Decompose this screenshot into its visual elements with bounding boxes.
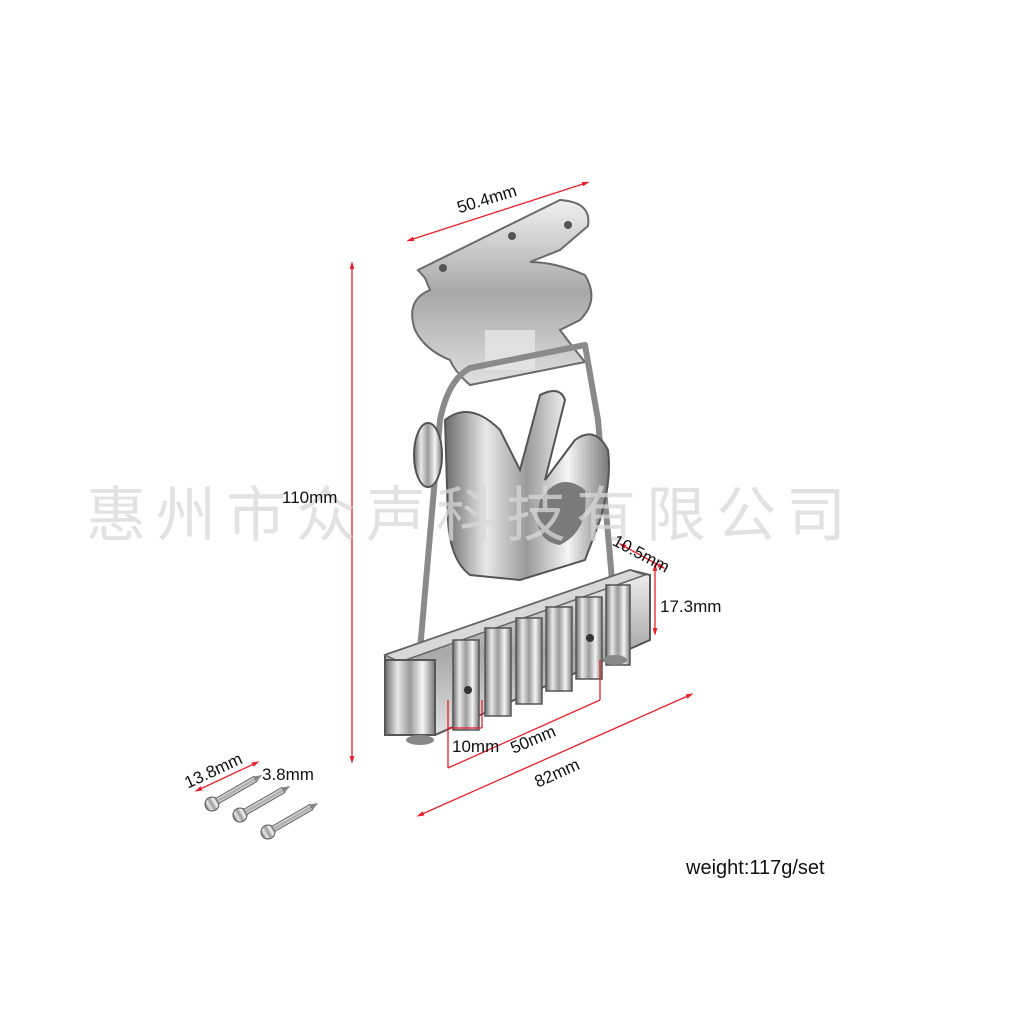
- dim-bridge-height: 17.3mm: [660, 597, 722, 616]
- top-plate: [411, 198, 593, 387]
- company-watermark: 惠州市众声科技有限公司: [86, 481, 856, 551]
- dim-height: 110mm: [282, 488, 338, 507]
- v-emblem: [413, 390, 610, 582]
- dim-screw-diameter: 3.8mm: [262, 765, 314, 784]
- dimension-lines: [194, 181, 694, 817]
- dim-slot-spacing: 10mm: [452, 737, 500, 756]
- weight-label: weight:117g/set: [686, 857, 825, 879]
- wire-frame: [417, 342, 615, 653]
- screws: [204, 775, 319, 840]
